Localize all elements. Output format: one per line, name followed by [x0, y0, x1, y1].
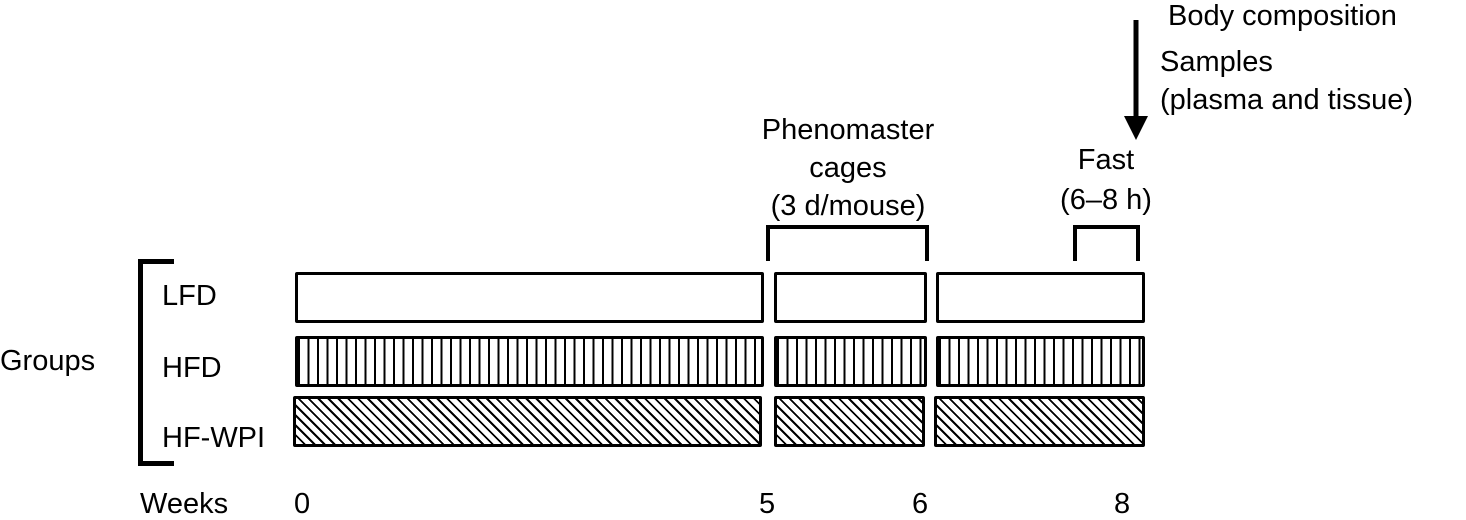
- hfd-bar-weeks-0-5: [295, 336, 764, 387]
- weeks-axis-label: Weeks: [140, 488, 229, 520]
- fast-label-line1: Fast: [1077, 144, 1135, 176]
- lfd-bar-weeks-5-6: [774, 272, 927, 323]
- hfd-bar-weeks-6-8: [936, 336, 1145, 387]
- group-label-lfd: LFD: [162, 280, 217, 312]
- groups-label: Groups: [0, 345, 96, 377]
- group-label-hf-wpi: HF-WPI: [162, 422, 266, 454]
- lfd-bar-weeks-0-5: [295, 272, 764, 323]
- group-label-hfd: HFD: [162, 352, 222, 384]
- week-tick-5: 5: [759, 488, 776, 520]
- hf-wpi-bar-weeks-5-6: [774, 396, 925, 447]
- hf-wpi-bar-weeks-6-8: [934, 396, 1145, 447]
- week-tick-0: 0: [294, 488, 311, 520]
- lfd-bar-weeks-6-8: [936, 272, 1145, 323]
- phenomaster-label-line3: (3 d/mouse): [770, 190, 926, 222]
- week-tick-6: 6: [912, 488, 929, 520]
- hf-wpi-bar-weeks-0-5: [293, 396, 762, 447]
- fast-label-line2: (6–8 h): [1060, 184, 1152, 216]
- samples-detail-label: (plasma and tissue): [1160, 84, 1414, 116]
- samples-label: Samples: [1160, 46, 1273, 78]
- body-composition-label: Body composition: [1168, 0, 1397, 32]
- week-tick-8: 8: [1114, 488, 1131, 520]
- phenomaster-label-line1: Phenomaster: [761, 114, 935, 146]
- hfd-bar-weeks-5-6: [774, 336, 927, 387]
- phenomaster-label-line2: cages: [809, 152, 887, 184]
